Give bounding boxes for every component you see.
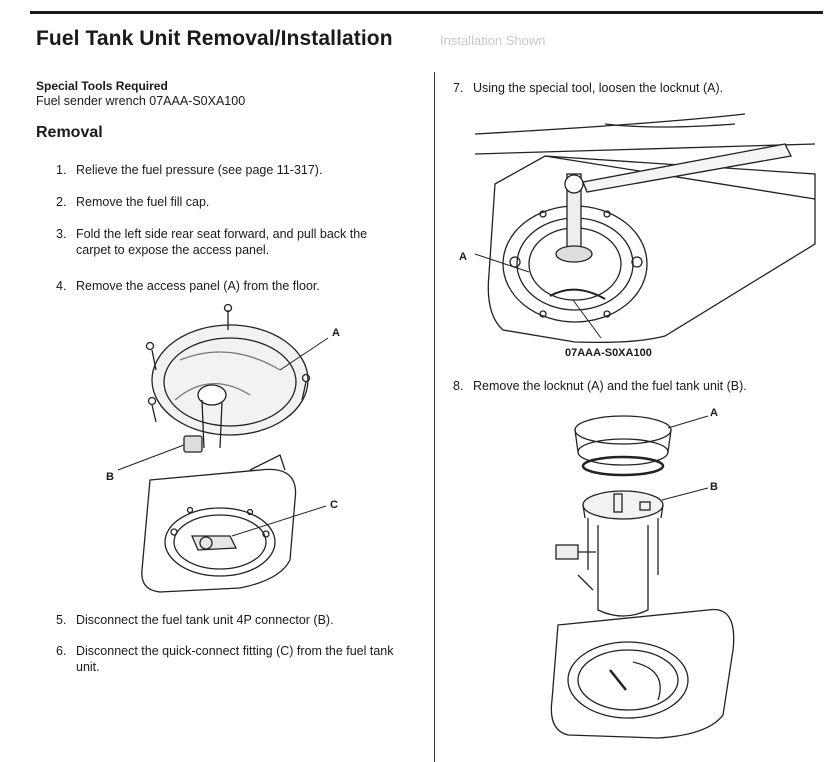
label-b: B [106, 471, 114, 483]
step-text: Disconnect the quick-connect fitting (C)… [76, 644, 394, 674]
step-text: Using the special tool, loosen the lockn… [473, 81, 724, 95]
step-number: 1. [56, 163, 67, 177]
step-number: 8. [453, 379, 464, 393]
page-title: Fuel Tank Unit Removal/Installation [36, 27, 393, 50]
step-number: 2. [56, 195, 67, 209]
step-number: 7. [453, 81, 464, 95]
special-tools-item: Fuel sender wrench 07AAA-S0XA100 [36, 94, 246, 108]
figure-fuel-tank-unit: A B [550, 407, 735, 739]
label-a: A [332, 327, 340, 339]
step-number: 4. [56, 279, 67, 293]
removal-heading: Removal [36, 124, 103, 141]
label-b: B [710, 481, 718, 493]
step-text: Remove the locknut (A) and the fuel tank… [473, 379, 747, 393]
step-text: Disconnect the fuel tank unit 4P connect… [76, 613, 334, 627]
step-text: Remove the access panel (A) from the flo… [76, 279, 320, 293]
step-text: Relieve the fuel pressure (see page 11-3… [76, 163, 323, 177]
label-a: A [710, 407, 718, 419]
special-tools-heading: Special Tools Required [36, 79, 168, 93]
faint-bleed-text: Installation Shown [440, 33, 546, 48]
tool-caption: 07AAA-S0XA100 [565, 347, 652, 359]
step-text: Remove the fuel fill cap. [76, 195, 210, 209]
label-a: A [459, 251, 467, 263]
label-c: C [330, 499, 338, 511]
figure-special-tool: A 07AAA-S0XA100 [459, 113, 816, 359]
step-number: 6. [56, 644, 67, 658]
step-text: Fold the left side rear seat forward, an… [76, 227, 368, 257]
column-divider [434, 72, 435, 762]
step-number: 5. [56, 613, 67, 627]
step-number: 3. [56, 227, 67, 241]
figure-access-panel: A B C [106, 303, 340, 593]
top-rule [30, 11, 823, 14]
